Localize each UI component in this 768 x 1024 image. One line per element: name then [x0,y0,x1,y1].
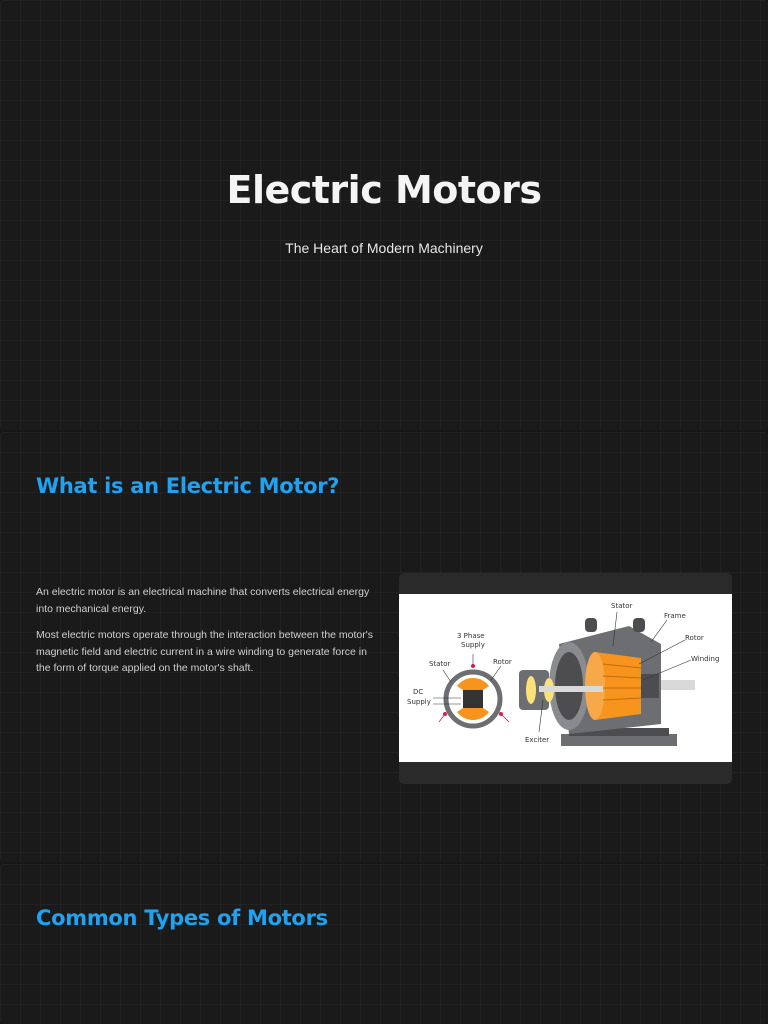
label-rotor-left: Rotor [493,658,512,666]
description-text: An electric motor is an electrical machi… [36,584,376,687]
presentation-subtitle: The Heart of Modern Machinery [285,240,483,256]
label-3-phase-line2: Supply [461,641,485,649]
what-is-motor-slide: What is an Electric Motor? An electric m… [0,432,768,862]
title-slide: Electric Motors The Heart of Modern Mach… [0,0,768,430]
label-frame: Frame [664,612,686,620]
label-dc-line1: DC [413,688,423,696]
paragraph-1: An electric motor is an electrical machi… [36,586,370,615]
label-winding: Winding [691,655,719,663]
label-dc-line2: Supply [407,698,431,706]
motor-diagram-card: 3 Phase Supply Stator Rotor DC Supply Ex… [399,573,732,784]
motor-types-slide: Common Types of Motors [0,864,768,1024]
motor-body-diagram [519,611,695,746]
label-3-phase-line1: 3 Phase [457,632,485,640]
paragraph-2: Most electric motors operate through the… [36,629,374,674]
label-stator-left: Stator [429,660,451,668]
section-title: What is an Electric Motor? [36,474,340,498]
label-stator-right: Stator [611,602,633,610]
presentation-title: Electric Motors [226,168,542,212]
label-exciter: Exciter [525,736,549,744]
label-rotor-right: Rotor [685,634,704,642]
motor-diagram-image: 3 Phase Supply Stator Rotor DC Supply Ex… [399,594,732,762]
section-title: Common Types of Motors [36,906,328,930]
cross-section-diagram [433,654,510,729]
